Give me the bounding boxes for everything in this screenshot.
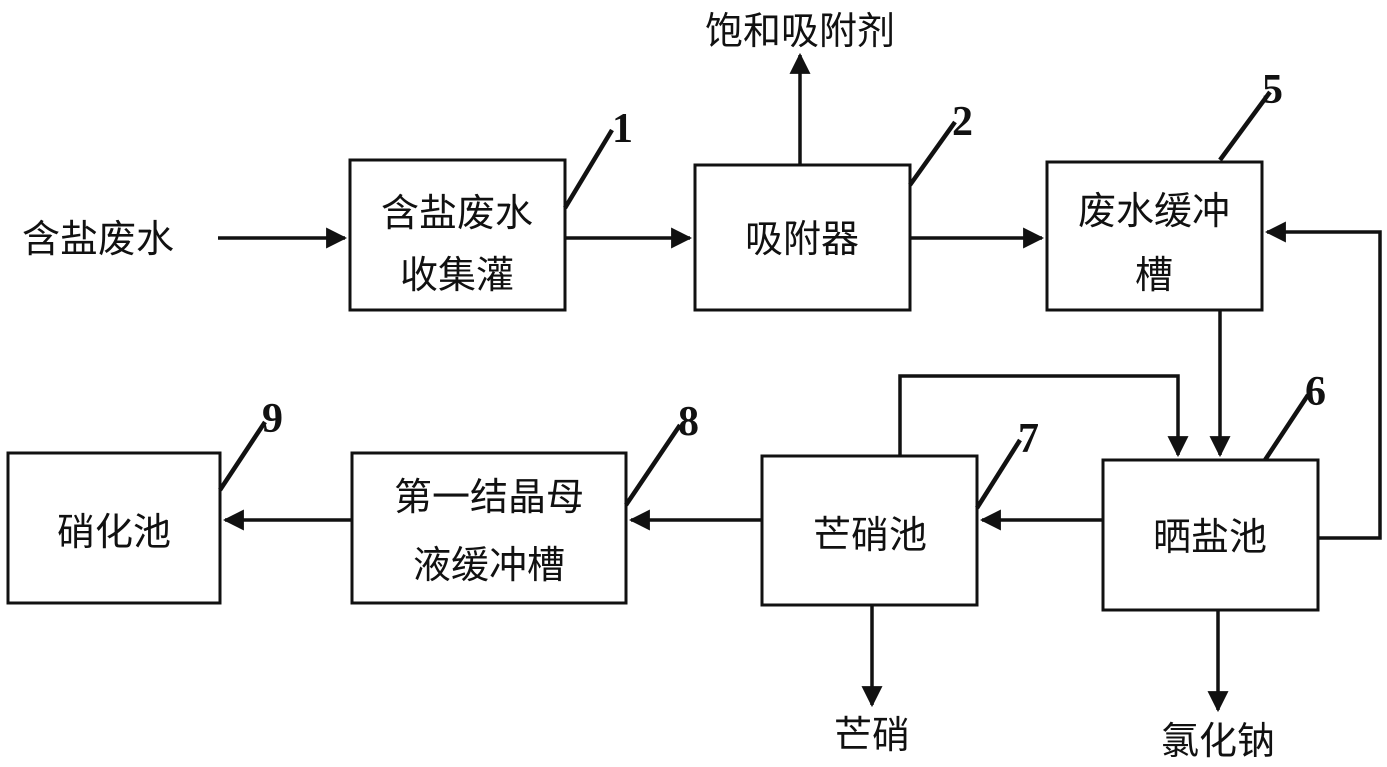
- number-7: 7: [1018, 416, 1039, 462]
- leader-line-7: [975, 438, 1022, 510]
- mirabilite-output-label: 芒硝: [834, 713, 910, 757]
- nitrate-pond-label: 硝化池: [57, 510, 171, 554]
- collection-tank-label-line1: 含盐废水: [381, 191, 533, 235]
- evaporation-pond-label: 晒盐池: [1153, 515, 1267, 559]
- collection-tank-box: [348, 158, 567, 312]
- number-1: 1: [612, 106, 633, 152]
- mother-liquor-tank-label-line1: 第一结晶母: [394, 475, 584, 519]
- mirabilite-pond-box: [760, 454, 979, 607]
- leader-line-1: [563, 128, 614, 210]
- mirabilite-recycle-arrow: [898, 374, 1189, 458]
- leader-line-2: [908, 120, 957, 187]
- number-2: 2: [952, 99, 973, 145]
- sodium-chloride-output-label: 氯化钠: [1161, 719, 1275, 763]
- number-8: 8: [678, 399, 699, 445]
- buffer-tank-label-line2: 槽: [1135, 253, 1173, 297]
- number-6: 6: [1305, 369, 1326, 415]
- adsorber-box: [693, 163, 912, 312]
- evaporation-recycle-arrow: [1264, 221, 1382, 540]
- input-label: 含盐废水: [22, 217, 174, 261]
- number-9: 9: [262, 396, 283, 442]
- collection-tank-label-line2: 收集灌: [400, 253, 514, 297]
- mother-liquor-tank-box: [350, 451, 628, 605]
- leader-line-9: [218, 420, 267, 492]
- buffer-tank-label-line1: 废水缓冲: [1078, 189, 1230, 233]
- leader-line-8: [624, 423, 682, 507]
- adsorber-label: 吸附器: [745, 217, 859, 261]
- mirabilite-pond-label: 芒硝池: [813, 513, 927, 557]
- number-5: 5: [1262, 67, 1283, 113]
- buffer-tank-box: [1045, 160, 1264, 312]
- saturated-adsorbent-label: 饱和吸附剂: [705, 9, 895, 53]
- evaporation-pond-box: [1101, 458, 1320, 612]
- mother-liquor-tank-label-line2: 液缓冲槽: [413, 543, 565, 587]
- leader-line-5: [1218, 90, 1272, 162]
- leader-line-6: [1263, 393, 1310, 462]
- nitrate-pond-box: [6, 451, 222, 605]
